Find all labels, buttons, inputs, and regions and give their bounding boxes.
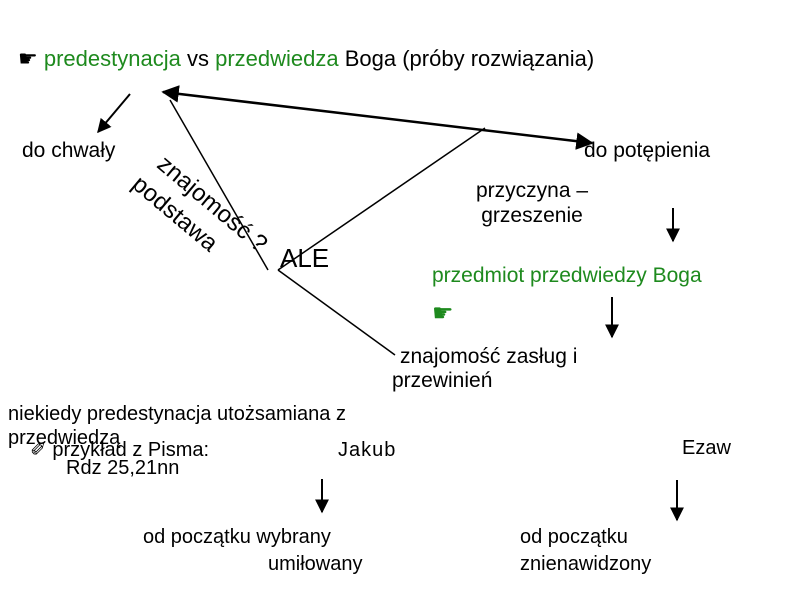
title: ☛ predestynacja vs przedwiedza Boga (pró…: [18, 48, 594, 70]
line-ale-to-znajomosc: [277, 269, 396, 356]
znienawidzony-line-1: od początku: [520, 526, 628, 548]
label-rdz: Rdz 25,21nn: [66, 457, 180, 479]
pointing-hand-icon: ☛: [18, 46, 38, 71]
znajomosc-line-1: znajomość zasług i: [400, 345, 578, 368]
wybrany-line-2: umiłowany: [268, 553, 363, 575]
wybrany-line-1: od początku wybrany: [143, 526, 331, 548]
label-przyklad: przykład z Pisma:: [52, 439, 210, 461]
znajomosc-line-2: przewinień: [392, 369, 493, 393]
znienawidzony-line-2: znienawidzony: [520, 553, 652, 575]
hand-pointer-icon: ☛: [432, 300, 454, 327]
label-znienawidzony: od początku znienawidzony: [520, 524, 651, 578]
label-przyczyna: przyczyna – grzeszenie: [476, 178, 588, 228]
line-title-to-ale: [169, 99, 269, 271]
title-przedwiedza: przedwiedza: [215, 46, 339, 71]
label-przedwiedza: przedwiedzą: [8, 427, 121, 449]
line-przyczyna-to-ale: [277, 127, 486, 271]
label-do-potepienia: do potępienia: [584, 139, 711, 162]
label-do-chwaly: do chwały: [22, 139, 116, 162]
label-ezaw: Ezaw: [682, 437, 731, 459]
label-niekiedy: niekiedy predestynacja utożsamiana z: [8, 403, 346, 425]
title-vs: vs: [186, 46, 209, 71]
arrow-to-do-chwaly: [97, 93, 131, 134]
title-predestynacja: predestynacja: [43, 46, 181, 71]
label-znajomosc: znajomość zasług i przewinień: [392, 345, 577, 393]
arrow-title-potepienie: [161, 85, 594, 150]
label-jakub: Jakub: [338, 439, 397, 461]
title-rest: Boga (próby rozwiązania): [344, 46, 595, 71]
example-line: ✐ przykład z Pisma:: [30, 440, 209, 460]
przyczyna-line-1: przyczyna –: [476, 179, 589, 202]
label-ale: ALE: [280, 243, 330, 273]
pencil-icon: ✐: [30, 439, 47, 461]
label-wybrany: od początku wybrany umiłowany: [143, 524, 362, 578]
przyczyna-line-2: grzeszenie: [481, 204, 583, 228]
label-przedmiot: przedmiot przedwiedzy Boga: [432, 264, 702, 287]
